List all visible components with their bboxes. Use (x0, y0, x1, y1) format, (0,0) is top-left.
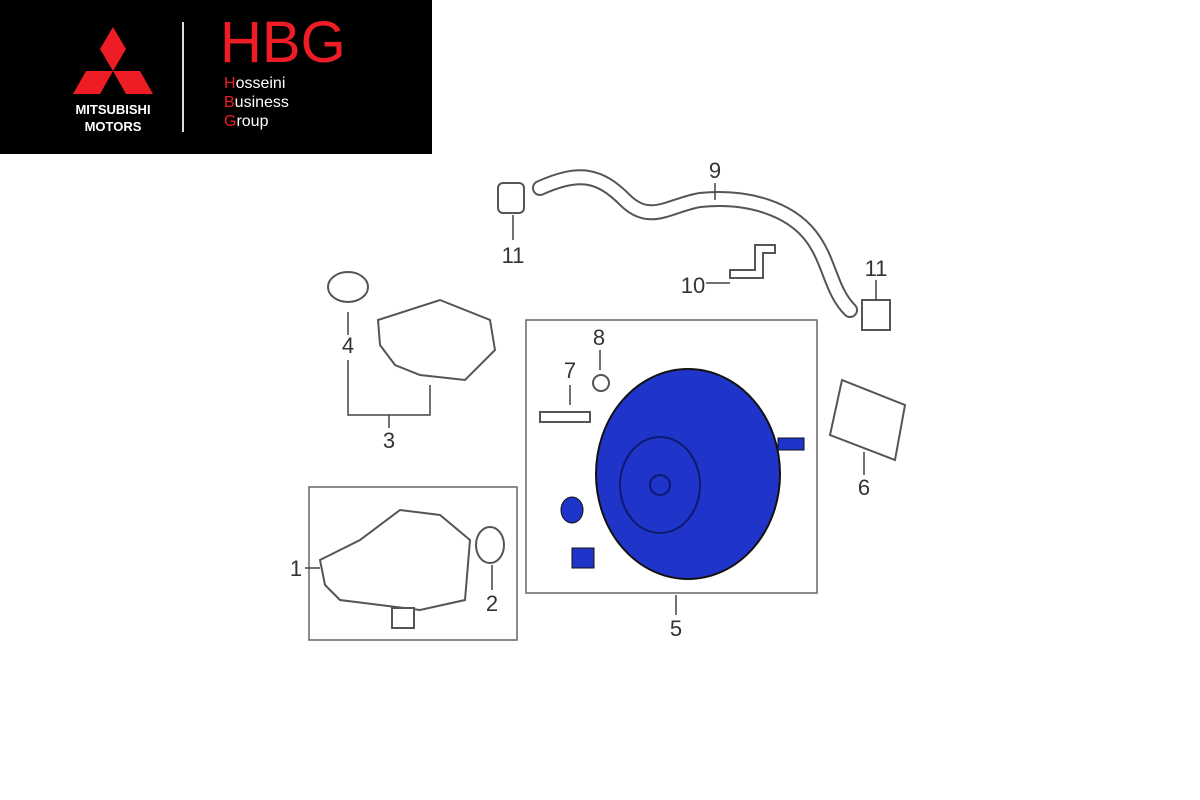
callout-11-right: 11 (865, 256, 888, 281)
callout-6: 6 (858, 475, 870, 500)
hose-clamp-left[interactable] (497, 182, 525, 214)
valve-fitting[interactable] (539, 411, 591, 423)
hbg-line-3-initial: G (224, 113, 237, 130)
booster-group-box (525, 319, 818, 594)
brake-fluid-reservoir[interactable] (376, 298, 497, 382)
leader-lines (305, 183, 877, 615)
gasket[interactable] (828, 378, 907, 462)
callout-5: 5 (670, 616, 682, 641)
master-cylinder[interactable] (318, 508, 472, 612)
brake-booster-highlighted[interactable] (595, 368, 781, 580)
callout-1: 1 (290, 556, 302, 581)
callout-10: 10 (681, 273, 705, 298)
callout-7: 7 (564, 358, 576, 383)
callout-4: 4 (342, 333, 354, 358)
master-cylinder-box (308, 486, 518, 641)
hbg-line-1: Hosseini (224, 75, 285, 93)
bracket[interactable] (729, 244, 776, 279)
dealer-logo-banner: MITSUBISHI MOTORS HBG Hosseini Business … (0, 0, 432, 154)
callout-9: 9 (709, 158, 721, 183)
callout-2: 2 (486, 591, 498, 616)
motors-text: MOTORS (84, 119, 142, 134)
seal[interactable] (391, 607, 415, 629)
mitsubishi-three-diamonds-icon (73, 27, 153, 94)
grommet[interactable] (560, 496, 584, 524)
callout-8: 8 (593, 325, 605, 350)
nut[interactable] (592, 374, 610, 392)
hbg-line-2-rest: usiness (234, 94, 289, 111)
booster-stud (777, 437, 805, 451)
mitsubishi-text: MITSUBISHI (75, 102, 151, 117)
callout-11-left: 11 (502, 243, 525, 268)
hbg-line-3: Group (224, 113, 268, 131)
callout-3: 3 (383, 428, 395, 453)
reservoir-cap[interactable] (327, 271, 369, 303)
hbg-line-1-rest: osseini (235, 75, 286, 92)
hose-clamp-right[interactable] (861, 299, 891, 331)
logo-graphic (73, 22, 184, 132)
hbg-line-2: Business (224, 94, 289, 112)
o-ring[interactable] (475, 526, 505, 564)
check-valve[interactable] (571, 547, 595, 569)
hbg-line-2-initial: B (224, 94, 235, 111)
hbg-line-1-initial: H (224, 75, 236, 92)
hbg-line-3-rest: roup (236, 113, 269, 130)
vacuum-hose[interactable] (532, 169, 858, 318)
hbg-title: HBG (220, 10, 346, 75)
